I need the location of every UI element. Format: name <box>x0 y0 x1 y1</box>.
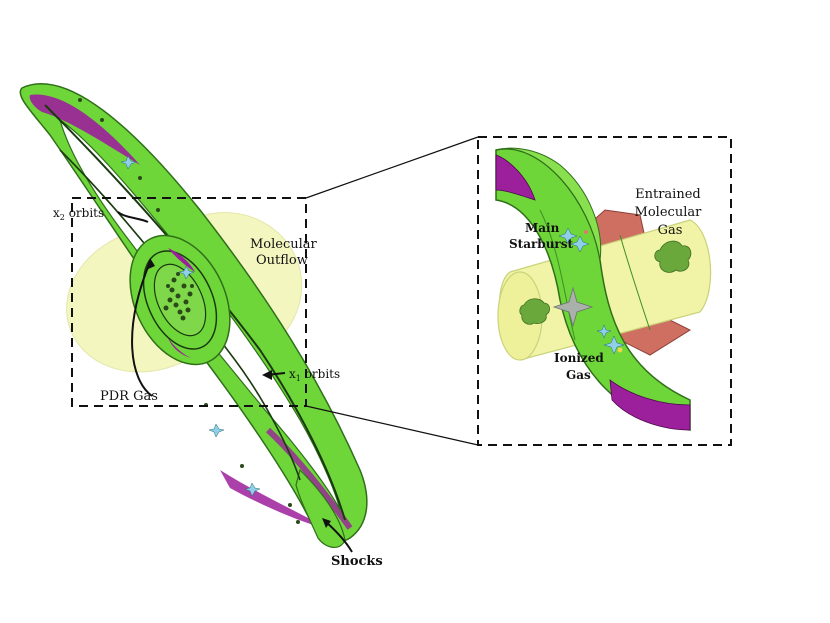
x2-orbits-label: x2 orbits <box>53 206 104 222</box>
x1-orbits-label: x1 orbits <box>289 367 340 383</box>
pdr-gas-label: PDR Gas <box>100 389 158 404</box>
four-point-star-icon <box>570 235 590 253</box>
ring-section-top <box>495 154 536 201</box>
molecular-outflow-label: Molecular Outflow <box>250 237 321 268</box>
four-point-star-icon <box>120 155 137 170</box>
four-point-star-icon <box>552 286 594 328</box>
four-point-star-icon <box>244 482 261 497</box>
ring-section-bottom <box>609 379 691 431</box>
zoom-connector-lines <box>305 136 479 446</box>
arrowheads <box>146 258 331 528</box>
shocks-label: Shocks <box>331 554 383 569</box>
molecular-clump-right <box>654 240 692 273</box>
four-point-star-icon <box>558 227 578 245</box>
molecular-clump-left <box>519 298 550 325</box>
ring-arc-face <box>495 147 602 261</box>
star-cluster-icon <box>163 272 194 321</box>
four-point-star-icon <box>603 335 625 355</box>
zoom-panel <box>495 147 712 431</box>
zoom-region-box <box>71 197 307 407</box>
main-starburst-label: Main Starburst <box>509 221 574 251</box>
four-point-star-icon <box>596 324 612 339</box>
four-point-star-icon <box>208 423 225 438</box>
entrained-molecular-gas-label: Entrained Molecular Gas <box>635 187 706 238</box>
nuclear-ring <box>129 234 231 366</box>
ionized-gas-label: Ionized Gas <box>554 351 608 382</box>
four-point-star-icon <box>178 265 195 280</box>
zoom-panel-box <box>477 136 732 446</box>
